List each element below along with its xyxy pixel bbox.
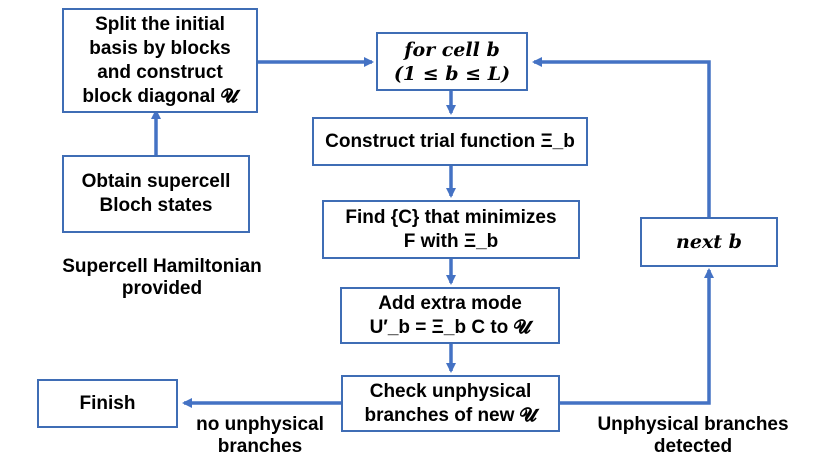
for-cell-line-2: (1 ≤ b ≤ L) <box>393 62 511 85</box>
no-unphysical-line-1: no unphysical <box>196 414 324 435</box>
construct-text: Construct trial function Ξ_b <box>325 130 575 152</box>
arrow-check-to-next <box>560 268 714 405</box>
split-line-2: basis by blocks <box>89 37 231 59</box>
obtain-bloch-box: Obtain supercell Bloch states <box>62 155 250 233</box>
for-cell-line-1: for cell b <box>404 38 500 61</box>
hamiltonian-label: Supercell Hamiltonian provided <box>46 256 278 300</box>
next-b-box: next b <box>640 217 778 267</box>
unphysical-detected-line-1: Unphysical branches <box>597 414 789 435</box>
hamiltonian-line-2: provided <box>121 278 203 299</box>
check-unphysical-box: Check unphysical branches of new 𝓤 <box>341 375 560 432</box>
find-line-2: F with Ξ_b <box>403 230 499 252</box>
add-mode-box: Add extra mode U′_b = Ξ_b C to 𝓤 <box>340 287 560 344</box>
hamiltonian-line-1: Supercell Hamiltonian <box>62 256 262 277</box>
arrow-next-to-for <box>532 57 711 217</box>
unphysical-detected-label: Unphysical branches detected <box>578 414 808 458</box>
unphysical-detected-line-2: detected <box>653 436 733 457</box>
add-line-1: Add extra mode <box>378 292 522 314</box>
obtain-line-1: Obtain supercell <box>81 171 231 192</box>
no-unphysical-label: no unphysical branches <box>180 414 340 458</box>
find-minimize-box: Find {C} that minimizes F with Ξ_b <box>322 200 580 259</box>
split-line-3: and construct <box>97 61 223 83</box>
finish-box: Finish <box>37 379 178 428</box>
construct-trial-box: Construct trial function Ξ_b <box>312 117 588 166</box>
split-line-1: Split the initial <box>95 13 225 35</box>
no-unphysical-line-2: branches <box>217 436 303 457</box>
finish-text: Finish <box>79 392 136 414</box>
obtain-line-2: Bloch states <box>99 195 213 216</box>
check-line-1: Check unphysical <box>369 380 532 402</box>
find-line-1: Find {C} that minimizes <box>345 206 557 228</box>
check-line-2: branches of new 𝓤 <box>364 404 537 426</box>
next-text: next b <box>676 231 742 253</box>
split-line-4: block diagonal 𝓤 <box>82 85 238 107</box>
for-cell-box: for cell b (1 ≤ b ≤ L) <box>376 32 528 91</box>
add-line-2: U′_b = Ξ_b C to 𝓤 <box>369 316 531 338</box>
split-basis-box: Split the initial basis by blocks and co… <box>62 8 258 113</box>
